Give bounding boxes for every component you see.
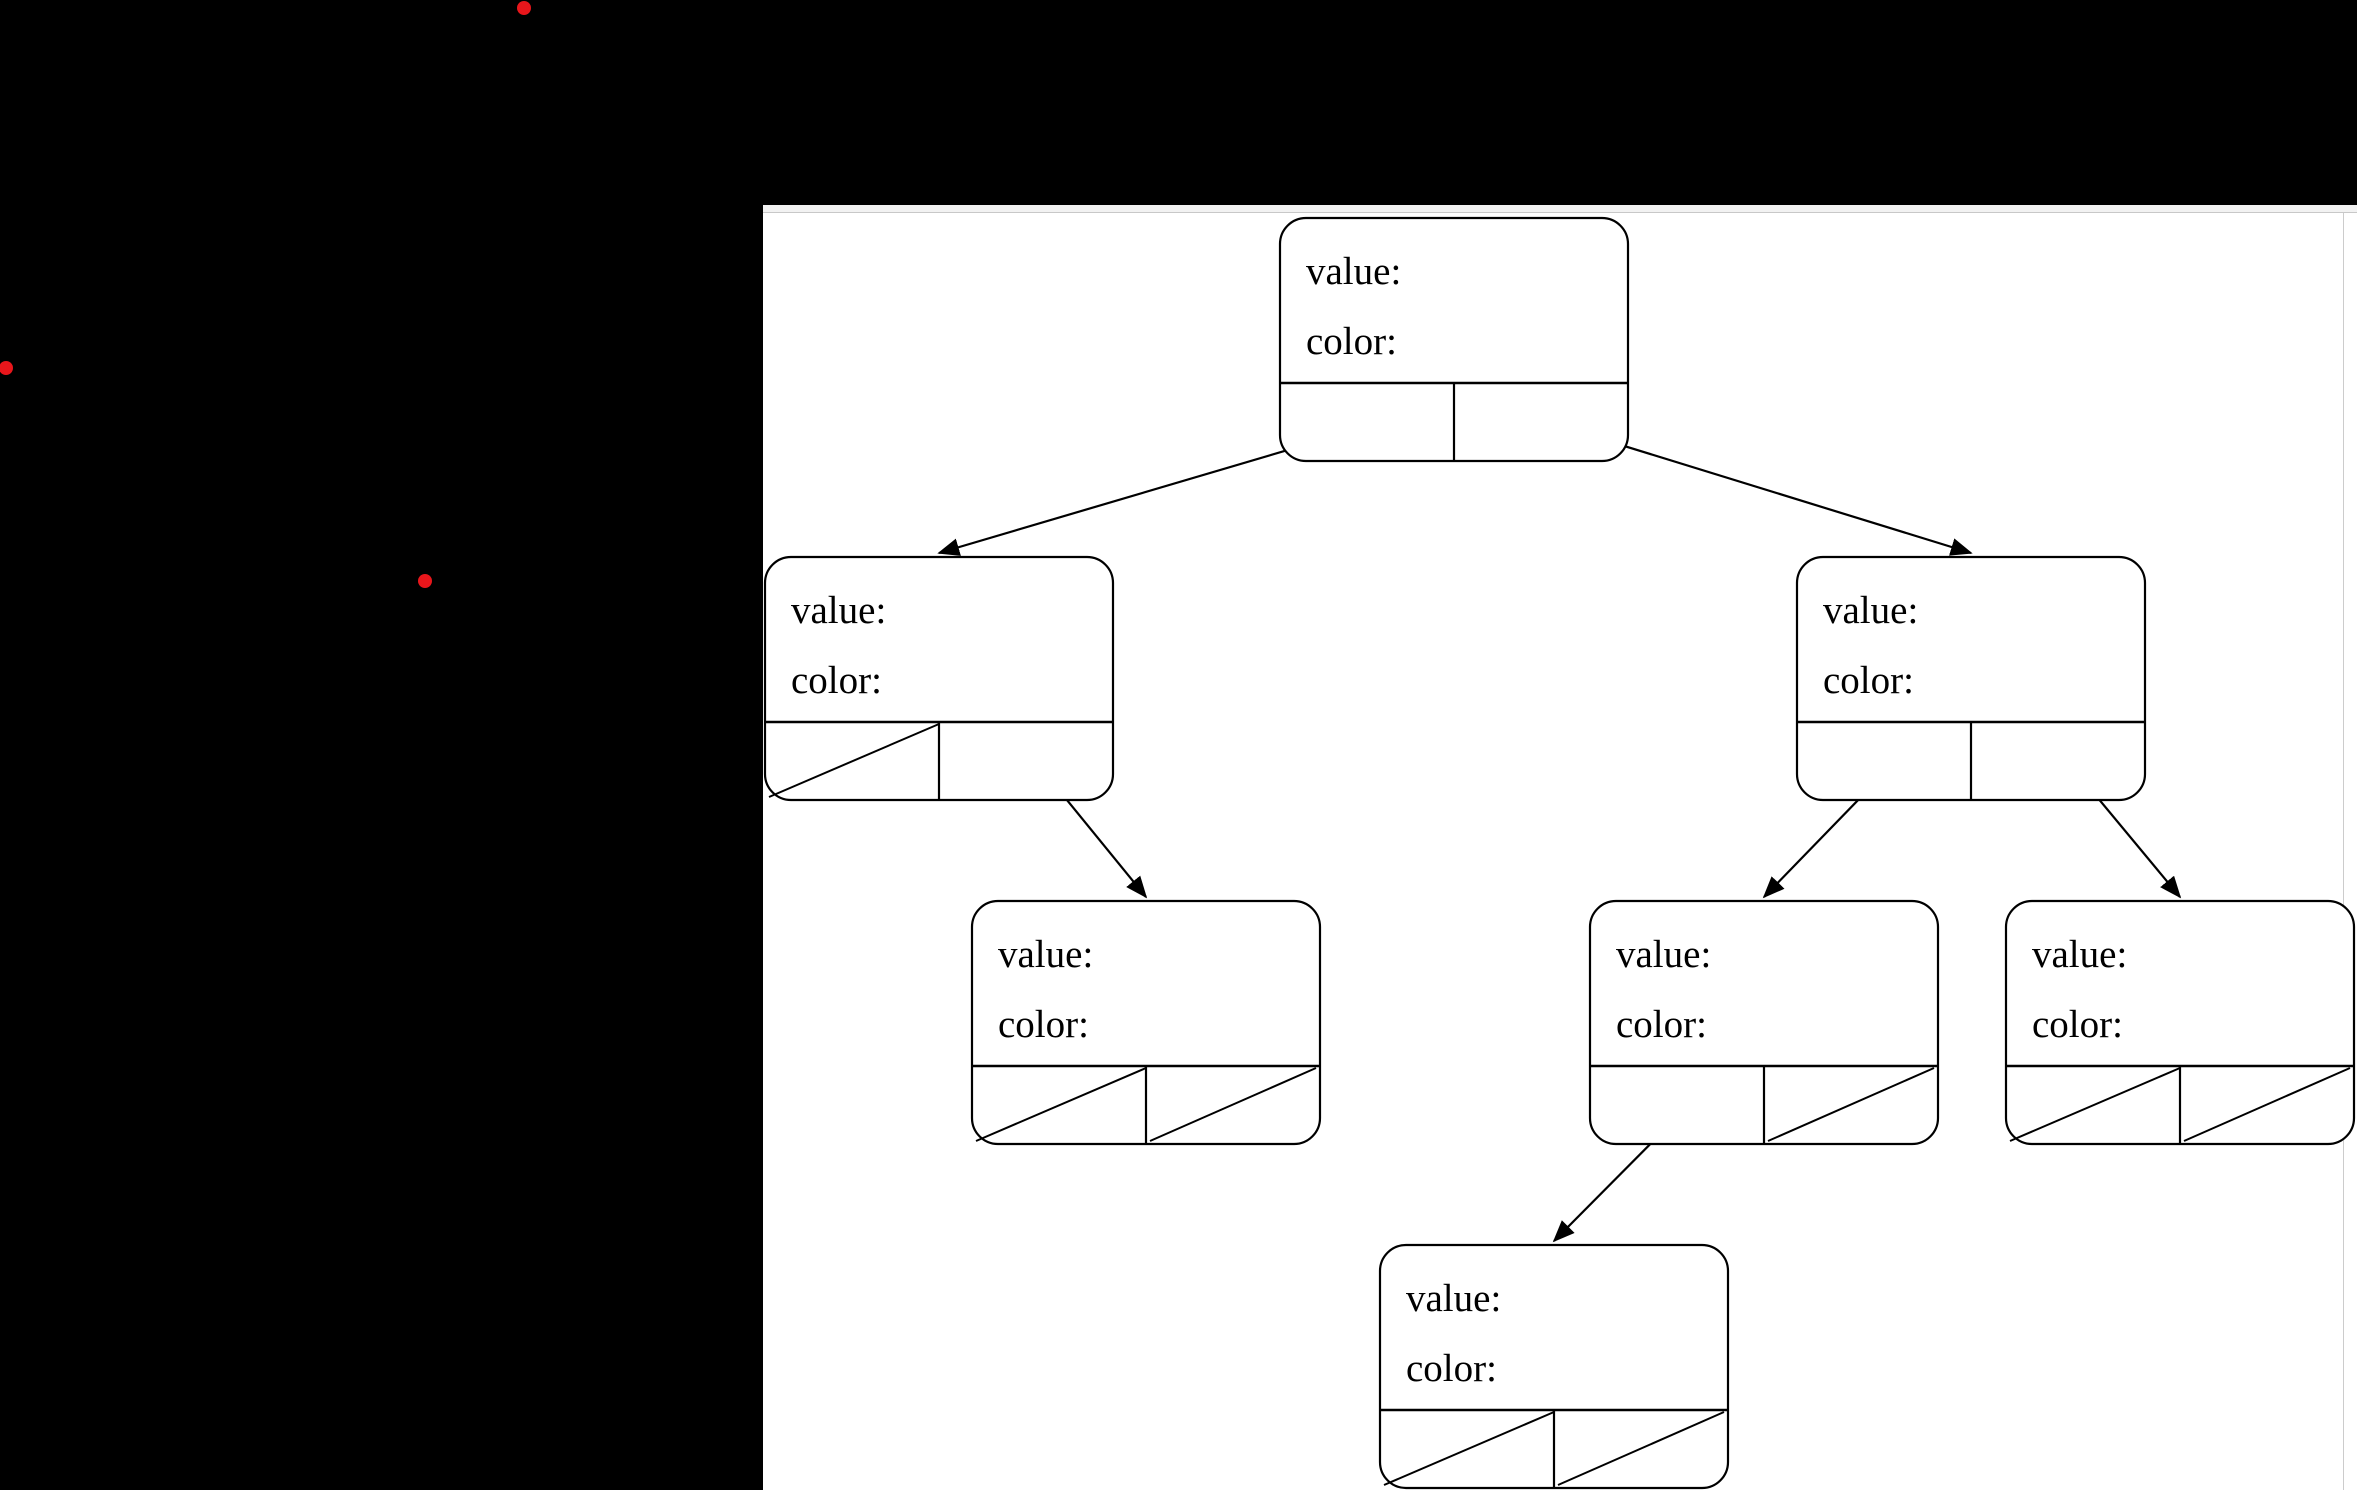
node-right-child[interactable]: value: color: (1795, 555, 2147, 802)
left-pointer-null-slash (768, 723, 940, 798)
color-label: color: (1406, 1347, 1497, 1390)
vertical-scrollbar[interactable] (2343, 213, 2357, 1490)
node-right-right-grandchild[interactable]: value: color: (2004, 899, 2356, 1146)
left-pointer-null-slash (1383, 1411, 1555, 1486)
color-label: color: (791, 659, 882, 702)
right-pointer-null-slash (2183, 1067, 2351, 1142)
color-label: color: (2032, 1003, 2123, 1046)
color-label: color: (1616, 1003, 1707, 1046)
node-great-grandchild[interactable]: value: color: (1378, 1243, 1730, 1490)
color-label: color: (1823, 659, 1914, 702)
left-pointer-null-slash (2009, 1067, 2181, 1142)
marker-dot-middle (418, 574, 432, 588)
node-left-child[interactable]: value: color: (763, 555, 1115, 802)
color-label: color: (1306, 320, 1397, 363)
value-label: value: (791, 589, 886, 632)
right-pointer-null-slash (1557, 1411, 1725, 1486)
right-pointer-null-slash (1767, 1067, 1935, 1142)
diagram-canvas[interactable]: value:color:value:color:value:color:valu… (763, 205, 2357, 1490)
value-label: value: (2032, 933, 2127, 976)
color-label: color: (998, 1003, 1089, 1046)
node-left-right-grandchild[interactable]: value: color: (970, 899, 1322, 1146)
canvas-top-strip (763, 205, 2357, 213)
marker-dot-top (517, 1, 531, 15)
marker-dot-left (0, 361, 13, 375)
right-pointer-null-slash (1149, 1067, 1317, 1142)
value-label: value: (1616, 933, 1711, 976)
value-label: value: (998, 933, 1093, 976)
value-label: value: (1823, 589, 1918, 632)
node-right-left-grandchild[interactable]: value: color: (1588, 899, 1940, 1146)
left-pointer-null-slash (975, 1067, 1147, 1142)
value-label: value: (1306, 250, 1401, 293)
tree-diagram: value:color:value:color:value:color:valu… (763, 216, 2356, 1490)
node-root[interactable]: value: color: (1278, 216, 1630, 463)
nodes-layer: value:color:value:color:value:color:valu… (763, 216, 2356, 1490)
value-label: value: (1406, 1277, 1501, 1320)
